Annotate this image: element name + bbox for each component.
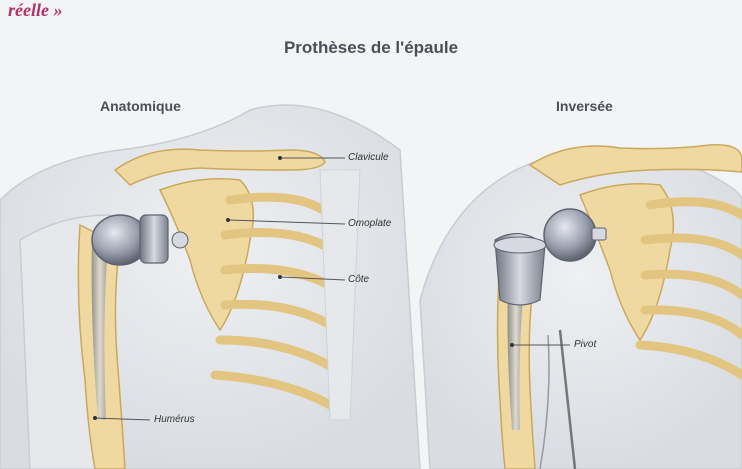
- label-clavicule: Clavicule: [348, 152, 389, 163]
- label-omoplate: Omoplate: [348, 218, 391, 229]
- diagram-title: Prothèses de l'épaule: [0, 38, 742, 58]
- label-pivot: Pivot: [574, 339, 596, 350]
- label-humerus: Humérus: [154, 414, 195, 425]
- header-snippet: réelle »: [8, 0, 62, 21]
- panel-title-anatomic: Anatomique: [100, 98, 181, 114]
- panel-title-reverse: Inversée: [556, 98, 613, 114]
- label-cote: Côte: [348, 274, 369, 285]
